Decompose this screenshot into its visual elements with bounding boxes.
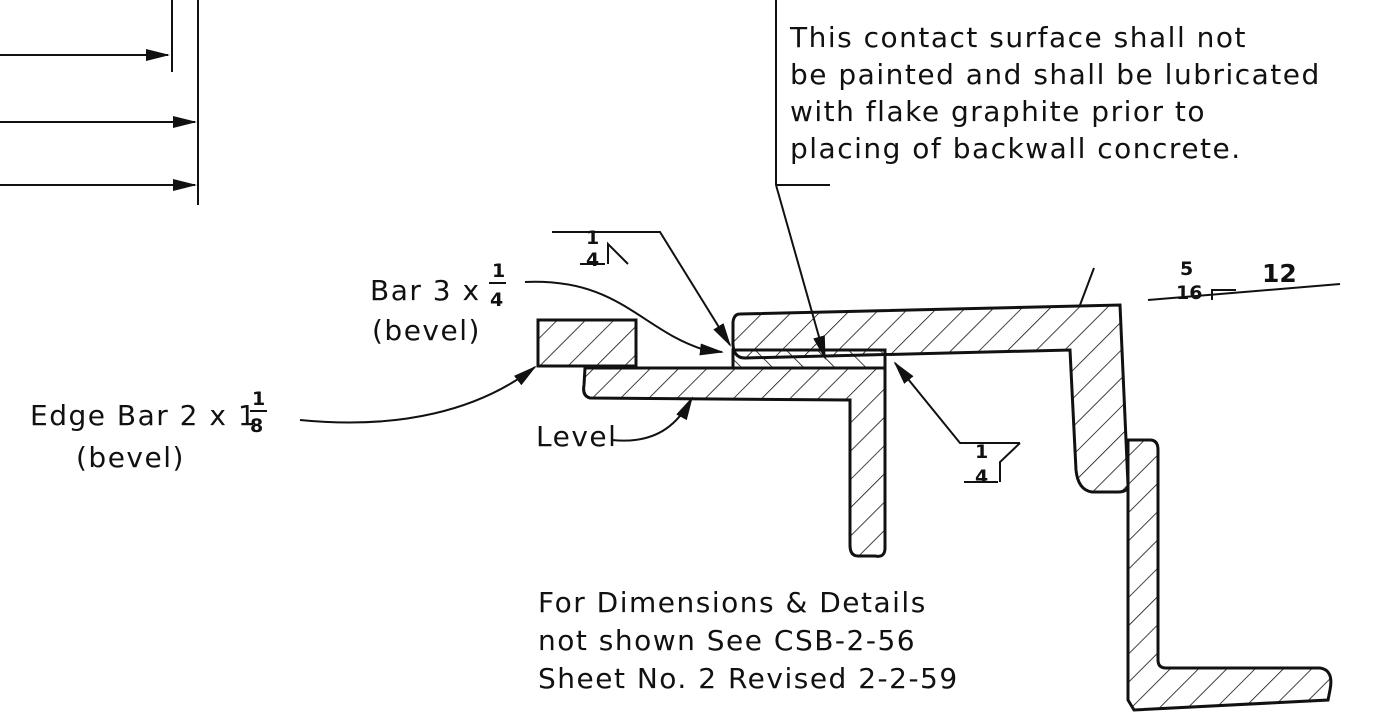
upper-angle <box>731 303 1130 494</box>
weld-symbol-top-left: 1 4 <box>580 227 629 271</box>
weld-far-right-length: 12 <box>1262 259 1297 288</box>
bar-label-num: 1 <box>492 260 505 282</box>
ref-line-2: not shown See CSB-2-56 <box>538 624 916 657</box>
leader-lines <box>299 0 1341 444</box>
note-line-1: This contact surface shall not <box>789 21 1247 54</box>
weld-far-right-num: 5 <box>1180 258 1193 280</box>
edge-bar-label-den: 8 <box>250 415 263 437</box>
weld-far-right-den: 16 <box>1176 282 1202 304</box>
note-line-4: placing of backwall concrete. <box>790 132 1242 165</box>
weld-top-left-den: 4 <box>586 249 599 271</box>
bar-label-sub: (bevel) <box>372 314 481 347</box>
weld-right-lower-den: 4 <box>975 466 988 488</box>
lower-angle <box>582 366 887 558</box>
weld-symbol-right-lower: 1 4 <box>964 441 1021 488</box>
ref-line-3: Sheet No. 2 Revised 2-2-59 <box>538 662 959 695</box>
bar-label-den: 4 <box>490 289 503 311</box>
note-line-3: with flake graphite prior to <box>790 95 1206 128</box>
edge-bar <box>536 318 638 368</box>
edge-bar-label-text: Edge Bar 2 x 1 <box>30 399 257 432</box>
weld-right-lower-num: 1 <box>975 441 988 463</box>
bar-label-text: Bar 3 x <box>370 274 481 307</box>
contact-surface-note: This contact surface shall not be painte… <box>789 21 1321 165</box>
level-label: Level <box>536 420 617 453</box>
reference-note: For Dimensions & Details not shown See C… <box>538 586 959 695</box>
bar-label: Bar 3 x 1 4 (bevel) <box>370 260 506 347</box>
weld-symbol-far-right: 5 16 12 <box>1176 258 1297 304</box>
dimension-lines <box>0 0 199 205</box>
weld-top-left-num: 1 <box>586 227 599 249</box>
edge-bar-label: Edge Bar 2 x 1 1 8 (bevel) <box>30 388 267 474</box>
ref-line-1: For Dimensions & Details <box>538 586 927 619</box>
edge-bar-label-sub: (bevel) <box>76 441 185 474</box>
edge-bar-label-num: 1 <box>252 388 265 410</box>
note-line-2: be painted and shall be lubricated <box>790 58 1321 91</box>
backwall-plate <box>1126 438 1333 712</box>
